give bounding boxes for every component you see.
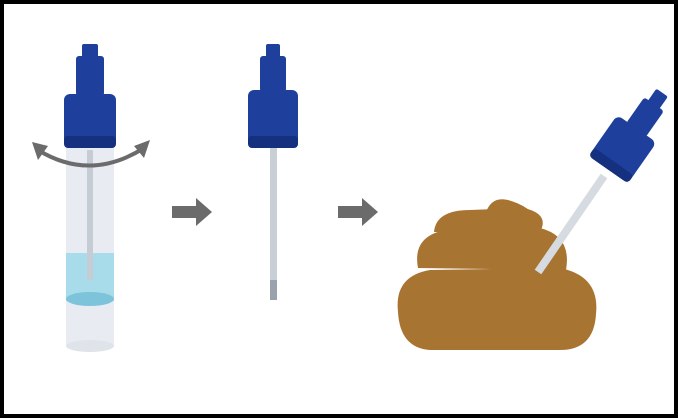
tube-cap-shade: [64, 136, 116, 148]
right-arrow-icon: [338, 198, 378, 226]
twist-arrow-icon: [36, 146, 146, 168]
stool-shape: [397, 199, 597, 350]
swab-tip: [270, 280, 277, 300]
stool-sampling-icon: [397, 89, 668, 350]
collection-tube-icon: [32, 44, 150, 352]
tube-bottom: [66, 340, 114, 352]
arrow-shaft: [172, 206, 198, 218]
tube-cap-base: [64, 94, 116, 148]
tube-swab-stick: [87, 150, 93, 280]
twist-arrowhead-left: [32, 142, 48, 160]
twist-arrowhead-right: [134, 140, 150, 158]
tilted-cap: [590, 89, 668, 182]
arrow-head: [196, 198, 212, 226]
swab-cap-shade: [248, 136, 298, 148]
tube-cap-neck: [76, 56, 104, 96]
tube-cap-tip: [82, 44, 98, 58]
arrow-shaft: [338, 206, 364, 218]
swab-cap-base: [248, 90, 298, 146]
swab-cap-tip: [266, 44, 280, 58]
inserted-swab-stick: [534, 173, 608, 275]
swab-stick-icon: [248, 44, 298, 300]
swab-stick: [270, 148, 277, 282]
liquid-surface: [66, 292, 114, 306]
arrow-head: [362, 198, 378, 226]
right-arrow-icon: [172, 198, 212, 226]
swab-cap-neck: [260, 56, 286, 92]
